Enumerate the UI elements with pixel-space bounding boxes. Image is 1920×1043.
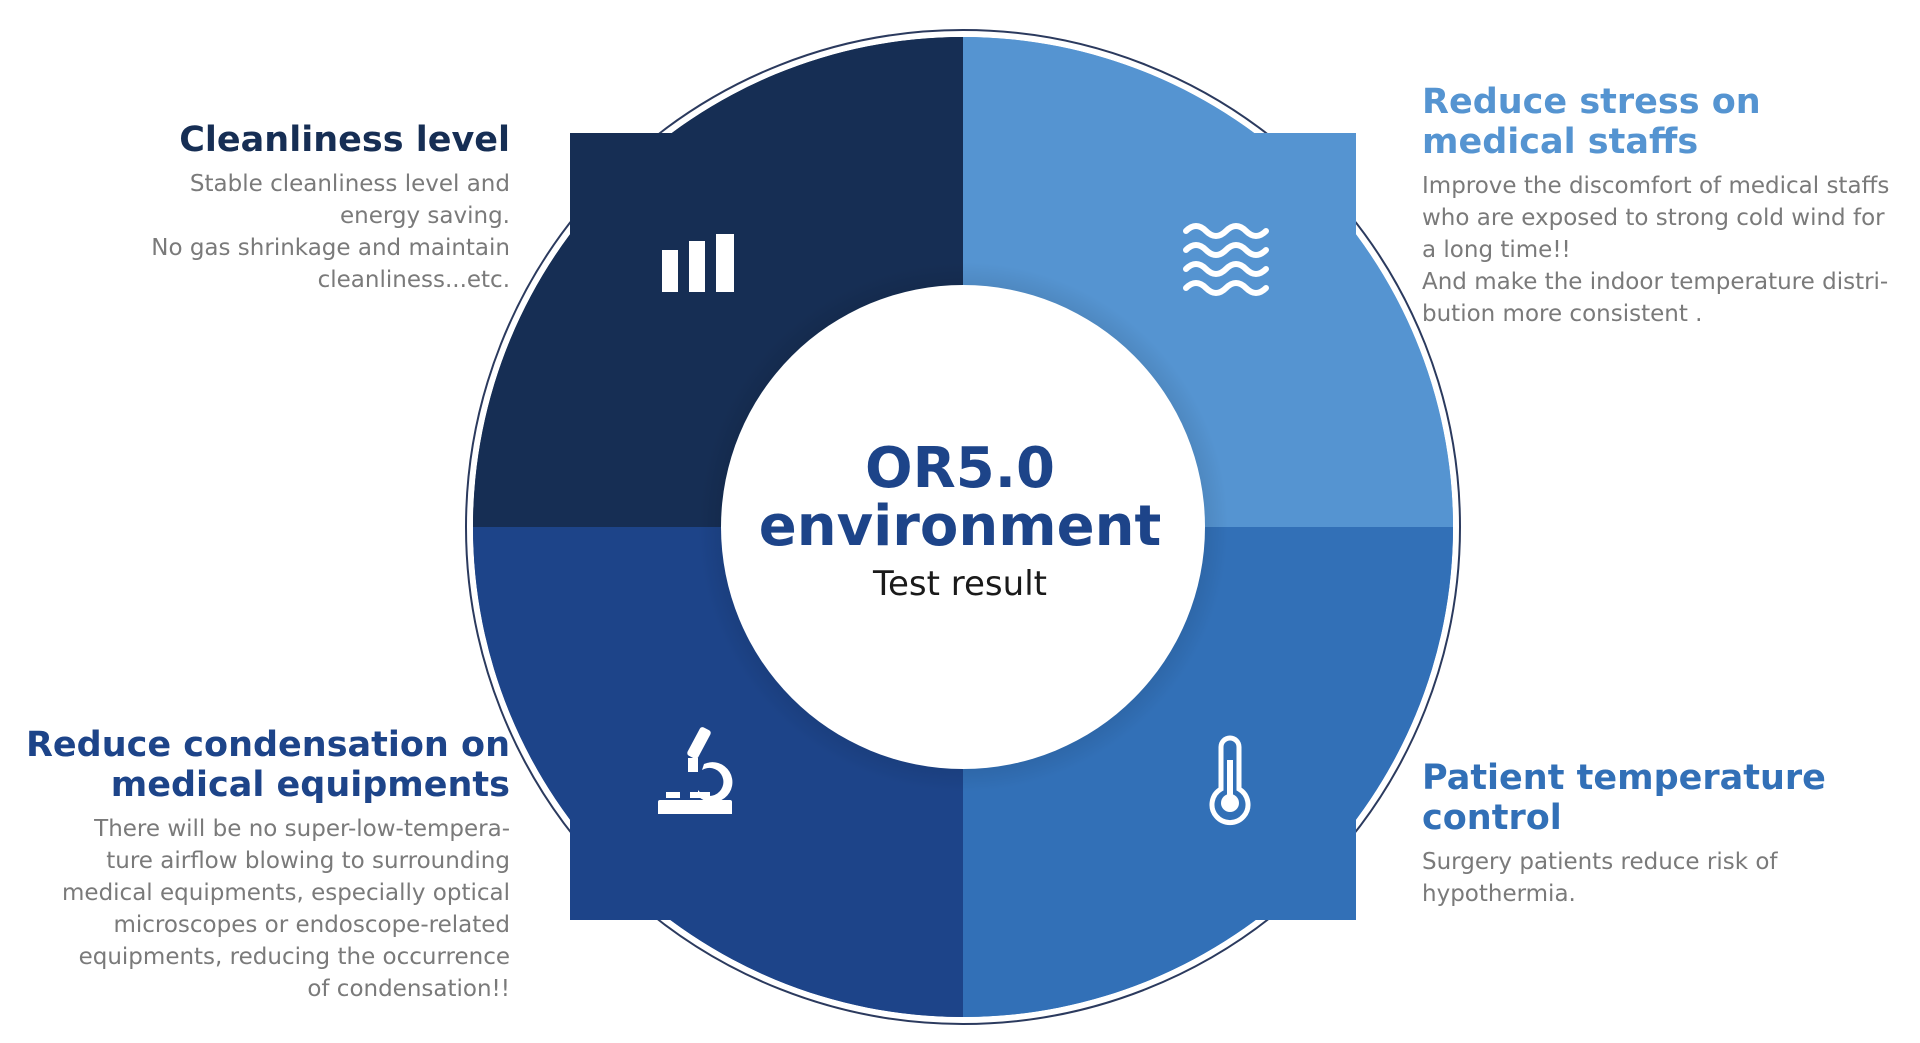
reduce-stress-block: Reduce stress on medical staffs Improve … [1422,82,1912,330]
cleanliness-level-title: Cleanliness level [179,120,510,160]
description-line: energy saving. [339,203,510,229]
description-line: No gas shrinkage and maintain [151,235,510,261]
description-line: a long time!! [1422,237,1571,263]
reduce-condensation-title: Reduce condensation on medical equipment… [20,725,510,805]
center-subtitle: Test result [873,564,1047,604]
patient-temperature-title: Patient temperature control [1422,758,1912,838]
reduce-stress-description: Improve the discomfort of medical staffs… [1422,170,1912,330]
description-line: And make the indoor temperature distri- [1422,269,1889,295]
quadrant-top-left-arc [570,37,963,133]
microscope-icon [658,727,733,814]
description-line: of condensation!! [307,976,510,1002]
waves-icon [1183,223,1269,296]
title-line: Reduce condensation on [25,725,510,765]
title-line: medical equipments [110,765,510,805]
corner-mask [1356,920,1920,1043]
quadrant-bottom-right-arc [963,920,1356,1017]
patient-temperature-block: Patient temperature control Surgery pati… [1422,758,1912,910]
description-line: equipments, reducing the occurrence [78,944,510,970]
description-line: medical equipments, especially optical [62,880,510,906]
description-line: Stable cleanliness level and [189,171,510,197]
quadrant-bottom-left-arc [570,920,963,1017]
corner-mask [0,920,570,1043]
description-line: who are exposed to strong cold wind for [1422,205,1885,231]
description-line: hypothermia. [1422,881,1576,907]
reduce-condensation-block: Reduce condensation on medical equipment… [20,725,510,1005]
description-line: ture airflow blowing to surrounding [106,848,510,874]
center-title-line2: environment [758,494,1162,559]
corner-mask [1356,0,1920,133]
bar-chart-icon [662,234,734,292]
title-line: Reduce stress on [1422,82,1761,122]
reduce-stress-title: Reduce stress on medical staffs [1422,82,1912,162]
description-line: Surgery patients reduce risk of [1422,849,1778,875]
title-line: medical staffs [1422,122,1699,162]
quadrant-top-right-arc [963,37,1356,133]
description-line: There will be no super-low-tempera- [94,816,510,842]
description-line: bution more consistent . [1422,301,1703,327]
description-line: microscopes or endoscope-related [113,912,510,938]
cleanliness-level-description: Stable cleanliness level and energy savi… [30,168,510,296]
thermometer-icon [1209,735,1251,826]
patient-temperature-description: Surgery patients reduce risk of hypother… [1422,846,1912,910]
center-circle [721,285,1205,769]
reduce-condensation-description: There will be no super-low-tempera- ture… [20,813,510,1005]
title-line: control [1422,798,1562,838]
description-line: Improve the discomfort of medical staffs [1422,173,1890,199]
center-title-line1: OR5.0 [865,436,1055,501]
title-line: Patient temperature [1422,758,1826,798]
corner-mask [0,0,570,133]
description-line: cleanliness...etc. [317,267,510,293]
cleanliness-level-block: Cleanliness level Stable cleanliness lev… [30,120,510,296]
center-label: OR5.0 environment Test result [720,440,1200,606]
